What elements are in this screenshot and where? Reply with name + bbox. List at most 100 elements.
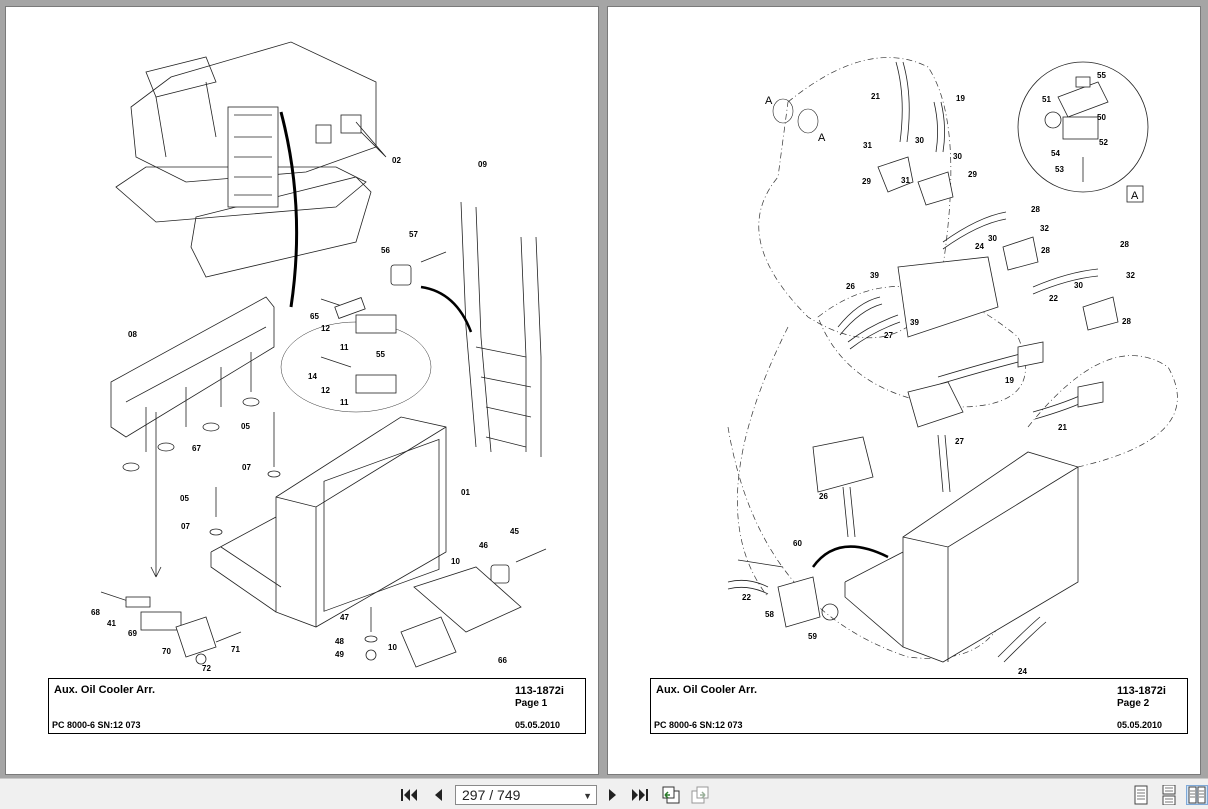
svg-text:45: 45 bbox=[510, 527, 519, 536]
svg-text:50: 50 bbox=[1097, 113, 1106, 122]
single-page-view-button[interactable] bbox=[1131, 785, 1151, 805]
svg-text:49: 49 bbox=[335, 650, 344, 659]
svg-text:07: 07 bbox=[181, 522, 190, 531]
previous-view-button[interactable] bbox=[661, 785, 681, 805]
document-page-right: A A 21 19 31 30 30 29 31 29 55 51 50 52 … bbox=[607, 6, 1201, 775]
svg-text:58: 58 bbox=[765, 610, 774, 619]
svg-text:60: 60 bbox=[793, 539, 802, 548]
cooler-assembly-right bbox=[844, 451, 1079, 663]
last-page-icon bbox=[632, 789, 648, 801]
svg-text:27: 27 bbox=[955, 437, 964, 446]
previous-page-button[interactable] bbox=[428, 785, 448, 805]
svg-text:21: 21 bbox=[1058, 423, 1067, 432]
svg-text:70: 70 bbox=[162, 647, 171, 656]
previous-view-icon bbox=[662, 786, 680, 804]
drawing-date: 05.05.2010 bbox=[1117, 720, 1163, 730]
svg-text:72: 72 bbox=[202, 664, 211, 673]
parts-drawing-right: A A 21 19 31 30 30 29 31 29 55 51 50 52 … bbox=[727, 57, 1178, 675]
last-page-button[interactable] bbox=[630, 785, 650, 805]
svg-text:32: 32 bbox=[1126, 271, 1135, 280]
railing bbox=[110, 296, 275, 472]
svg-text:31: 31 bbox=[901, 176, 910, 185]
single-page-icon bbox=[1134, 785, 1148, 805]
svg-text:19: 19 bbox=[1005, 376, 1014, 385]
leader-curve bbox=[279, 111, 299, 308]
svg-text:47: 47 bbox=[340, 613, 349, 622]
svg-text:31: 31 bbox=[863, 141, 872, 150]
svg-text:05: 05 bbox=[241, 422, 250, 431]
svg-text:22: 22 bbox=[742, 593, 751, 602]
page-number-select[interactable]: 297 / 749 ▼ bbox=[455, 785, 597, 805]
svg-text:24: 24 bbox=[1018, 667, 1027, 675]
drawing-title: Aux. Oil Cooler Arr. bbox=[656, 684, 758, 696]
page-label: Page 2 bbox=[1117, 698, 1150, 709]
svg-text:11: 11 bbox=[340, 398, 349, 407]
svg-text:71: 71 bbox=[231, 645, 240, 654]
svg-text:27: 27 bbox=[884, 331, 893, 340]
excavator-illustration bbox=[115, 41, 387, 278]
svg-text:01: 01 bbox=[461, 488, 470, 497]
svg-text:10: 10 bbox=[451, 557, 460, 566]
svg-text:29: 29 bbox=[862, 177, 871, 186]
svg-text:22: 22 bbox=[1049, 294, 1058, 303]
svg-text:28: 28 bbox=[1120, 240, 1129, 249]
svg-text:26: 26 bbox=[819, 492, 828, 501]
svg-text:32: 32 bbox=[1040, 224, 1049, 233]
svg-text:59: 59 bbox=[808, 632, 817, 641]
drawing-title: Aux. Oil Cooler Arr. bbox=[54, 684, 156, 696]
svg-text:05: 05 bbox=[180, 494, 189, 503]
cooler-assembly bbox=[210, 416, 447, 628]
title-block-left: Aux. Oil Cooler Arr. 113-1872i Page 1 PC… bbox=[48, 678, 586, 734]
svg-text:09: 09 bbox=[478, 160, 487, 169]
svg-text:12: 12 bbox=[321, 324, 330, 333]
svg-text:57: 57 bbox=[409, 230, 418, 239]
chevron-down-icon: ▼ bbox=[583, 791, 592, 801]
svg-text:30: 30 bbox=[988, 234, 997, 243]
svg-text:53: 53 bbox=[1055, 165, 1064, 174]
page-label: Page 1 bbox=[515, 698, 548, 709]
svg-text:51: 51 bbox=[1042, 95, 1051, 104]
svg-text:07: 07 bbox=[242, 463, 251, 472]
svg-text:26: 26 bbox=[846, 282, 855, 291]
svg-text:A: A bbox=[818, 132, 826, 144]
next-page-icon bbox=[609, 789, 616, 801]
page-number-value: 297 / 749 bbox=[462, 787, 521, 803]
machine-serial: PC 8000-6 SN:12 073 bbox=[654, 720, 743, 730]
svg-text:69: 69 bbox=[128, 629, 137, 638]
detail-marker: A bbox=[1131, 190, 1139, 202]
svg-text:48: 48 bbox=[335, 637, 344, 646]
svg-text:21: 21 bbox=[871, 92, 880, 101]
drawing-number: 113-1872i bbox=[515, 685, 564, 697]
svg-text:39: 39 bbox=[870, 271, 879, 280]
callout-labels-right: A A 21 19 31 30 30 29 31 29 55 51 50 52 … bbox=[742, 71, 1139, 675]
next-view-button[interactable] bbox=[690, 785, 710, 805]
svg-text:24: 24 bbox=[975, 242, 984, 251]
parts-drawing-left: 02 09 57 56 08 65 12 11 55 14 12 11 67 0… bbox=[91, 41, 547, 673]
detail-hardware bbox=[1044, 76, 1109, 182]
continuous-view-button[interactable] bbox=[1159, 785, 1179, 805]
svg-text:28: 28 bbox=[1041, 246, 1050, 255]
document-page-left: 02 09 57 56 08 65 12 11 55 14 12 11 67 0… bbox=[5, 6, 599, 775]
svg-text:30: 30 bbox=[1074, 281, 1083, 290]
svg-text:41: 41 bbox=[107, 619, 116, 628]
next-view-icon bbox=[691, 786, 709, 804]
svg-text:52: 52 bbox=[1099, 138, 1108, 147]
svg-text:54: 54 bbox=[1051, 149, 1060, 158]
svg-text:28: 28 bbox=[1031, 205, 1040, 214]
callout-labels: 02 09 57 56 08 65 12 11 55 14 12 11 67 0… bbox=[91, 156, 519, 673]
facing-pages-icon bbox=[1188, 786, 1206, 804]
drawing-date: 05.05.2010 bbox=[515, 720, 561, 730]
hardware-parts bbox=[100, 251, 547, 668]
svg-text:11: 11 bbox=[340, 343, 349, 352]
svg-text:66: 66 bbox=[498, 656, 507, 665]
continuous-icon bbox=[1162, 785, 1176, 805]
first-page-button[interactable] bbox=[399, 785, 419, 805]
svg-text:39: 39 bbox=[910, 318, 919, 327]
svg-text:46: 46 bbox=[479, 541, 488, 550]
fittings bbox=[737, 156, 1119, 628]
previous-page-icon bbox=[435, 789, 442, 801]
facing-pages-view-button[interactable] bbox=[1186, 785, 1208, 805]
svg-text:14: 14 bbox=[308, 372, 317, 381]
ladder bbox=[460, 201, 542, 457]
next-page-button[interactable] bbox=[603, 785, 623, 805]
